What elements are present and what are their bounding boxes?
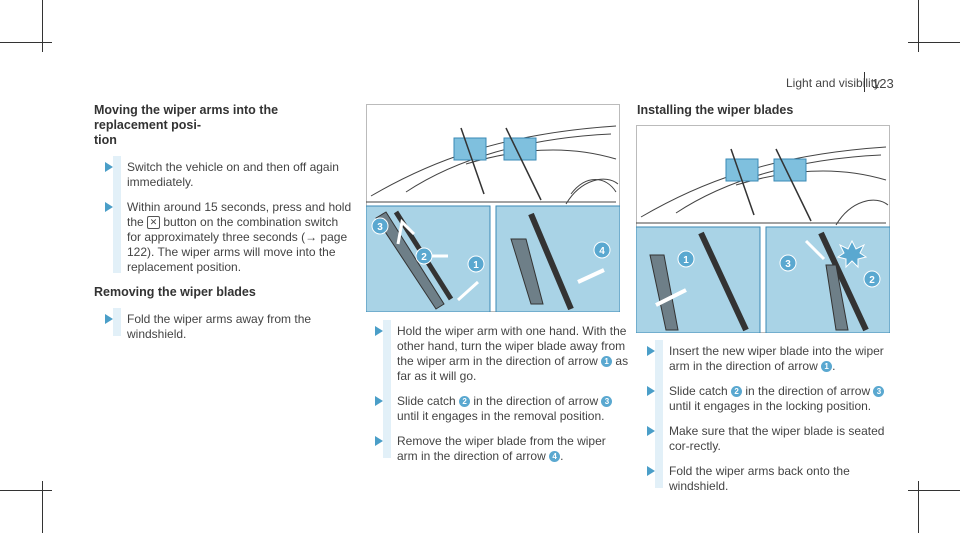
- step-item: Slide catch 2 in the direction of arrow …: [364, 394, 629, 424]
- svg-text:1: 1: [683, 255, 689, 266]
- bullet-arrow-icon: [647, 426, 655, 436]
- step-item: Switch the vehicle on and then off again…: [94, 160, 354, 190]
- step-text: button on the combination switch for app…: [127, 215, 348, 274]
- marker-2: 2: [863, 270, 881, 288]
- catch-marker-2: 2: [459, 396, 471, 408]
- crop-mark: [918, 0, 919, 52]
- bullet-arrow-icon: [375, 436, 383, 446]
- bullet-arrow-icon: [105, 202, 113, 212]
- wiper-highlight: [725, 158, 759, 182]
- step-bar: [383, 320, 391, 458]
- step-text: in the direction of arrow: [470, 394, 602, 408]
- catch-marker-2: 2: [731, 386, 743, 398]
- bullet-arrow-icon: [105, 314, 113, 324]
- step-text: Within around 15 seconds, press and hold…: [127, 200, 352, 229]
- middle-column: Hold the wiper arm with one hand. With t…: [364, 320, 629, 474]
- marker-1: 1: [677, 250, 695, 268]
- step-text: .: [832, 359, 836, 373]
- bullet-arrow-icon: [105, 162, 113, 172]
- step-item: Insert the new wiper blade into the wipe…: [636, 344, 901, 374]
- step-item: Slide catch 2 in the direction of arrow …: [636, 384, 901, 414]
- steps-install: Insert the new wiper blade into the wipe…: [636, 340, 901, 494]
- crop-mark: [42, 0, 43, 52]
- step-item: Hold the wiper arm with one hand. With t…: [364, 324, 629, 384]
- svg-text:3: 3: [377, 222, 383, 233]
- right-column-heading: Installing the wiper blades: [637, 103, 897, 130]
- svg-text:2: 2: [869, 275, 875, 286]
- removal-illustration: 3 2 1 4: [366, 104, 620, 312]
- step-bar: [113, 308, 121, 336]
- step-text: .: [560, 449, 564, 463]
- marker-3: 3: [371, 217, 389, 235]
- svg-text:2: 2: [421, 252, 427, 263]
- heading-installing: Installing the wiper blades: [637, 103, 794, 117]
- left-column: Moving the wiper arms into the replaceme…: [94, 103, 354, 352]
- steps-moving: Switch the vehicle on and then off again…: [94, 156, 354, 275]
- step-text: as far as it will go.: [397, 354, 629, 383]
- step-item: Within around 15 seconds, press and hold…: [94, 200, 354, 275]
- bullet-arrow-icon: [647, 346, 655, 356]
- step-text: Fold the wiper arms away from the windsh…: [127, 312, 312, 341]
- crop-mark: [918, 481, 919, 533]
- install-illustration: 1 3 2: [636, 125, 890, 333]
- arrow-marker-1: 1: [601, 356, 613, 368]
- step-bar: [655, 340, 663, 488]
- wiper-highlight: [453, 137, 487, 161]
- click-burst-icon: [836, 239, 868, 269]
- step-text: until it engages in the removal position…: [397, 409, 605, 423]
- wiper-highlight: [503, 137, 537, 161]
- step-text: until it engages in the locking position…: [669, 399, 872, 413]
- wiper-button-icon: ✕: [147, 216, 161, 230]
- bullet-arrow-icon: [375, 326, 383, 336]
- crop-mark: [42, 481, 43, 533]
- arrow-marker-3: 3: [601, 396, 613, 408]
- step-text: Slide catch: [669, 384, 732, 398]
- marker-1: 1: [467, 255, 485, 273]
- steps-removing: Fold the wiper arms away from the windsh…: [94, 308, 354, 342]
- crop-mark: [0, 490, 52, 491]
- right-column: Insert the new wiper blade into the wipe…: [636, 340, 901, 504]
- crop-mark: [908, 42, 960, 43]
- header-divider: [864, 72, 865, 92]
- step-text: Fold the wiper arms back onto the windsh…: [669, 464, 850, 493]
- step-text: Slide catch: [397, 394, 460, 408]
- step-text: in the direction of arrow: [742, 384, 874, 398]
- section-title: Light and visibility: [786, 76, 881, 90]
- step-text: Make sure that the wiper blade is seated…: [669, 424, 885, 453]
- steps-removal: Hold the wiper arm with one hand. With t…: [364, 320, 629, 464]
- crop-mark: [908, 490, 960, 491]
- detail-panel-right: [495, 205, 620, 312]
- svg-text:3: 3: [785, 259, 791, 270]
- bullet-arrow-icon: [647, 386, 655, 396]
- step-item: Make sure that the wiper blade is seated…: [636, 424, 901, 454]
- heading-removing: Removing the wiper blades: [94, 285, 256, 299]
- marker-2: 2: [415, 247, 433, 265]
- step-text: Switch the vehicle on and then off again…: [127, 160, 339, 189]
- arrow-marker-3: 3: [873, 386, 885, 398]
- step-text: Hold the wiper arm with one hand. With t…: [397, 324, 627, 368]
- page-number: 123: [872, 76, 894, 91]
- svg-text:4: 4: [599, 246, 605, 257]
- bullet-arrow-icon: [647, 466, 655, 476]
- step-bar: [113, 156, 121, 273]
- marker-4: 4: [593, 241, 611, 259]
- step-item: Fold the wiper arms away from the windsh…: [94, 312, 354, 342]
- wiper-highlight: [773, 158, 807, 182]
- crop-mark: [0, 42, 52, 43]
- svg-text:1: 1: [473, 260, 479, 271]
- marker-3: 3: [779, 254, 797, 272]
- step-item: Fold the wiper arms back onto the windsh…: [636, 464, 901, 494]
- arrow-marker-4: 4: [549, 451, 561, 463]
- step-text: Insert the new wiper blade into the wipe…: [669, 344, 884, 373]
- heading-moving-arms: Moving the wiper arms into the replaceme…: [94, 103, 279, 147]
- bullet-arrow-icon: [375, 396, 383, 406]
- arrow-marker-1: 1: [821, 361, 833, 373]
- step-item: Remove the wiper blade from the wiper ar…: [364, 434, 629, 464]
- step-text: Remove the wiper blade from the wiper ar…: [397, 434, 606, 463]
